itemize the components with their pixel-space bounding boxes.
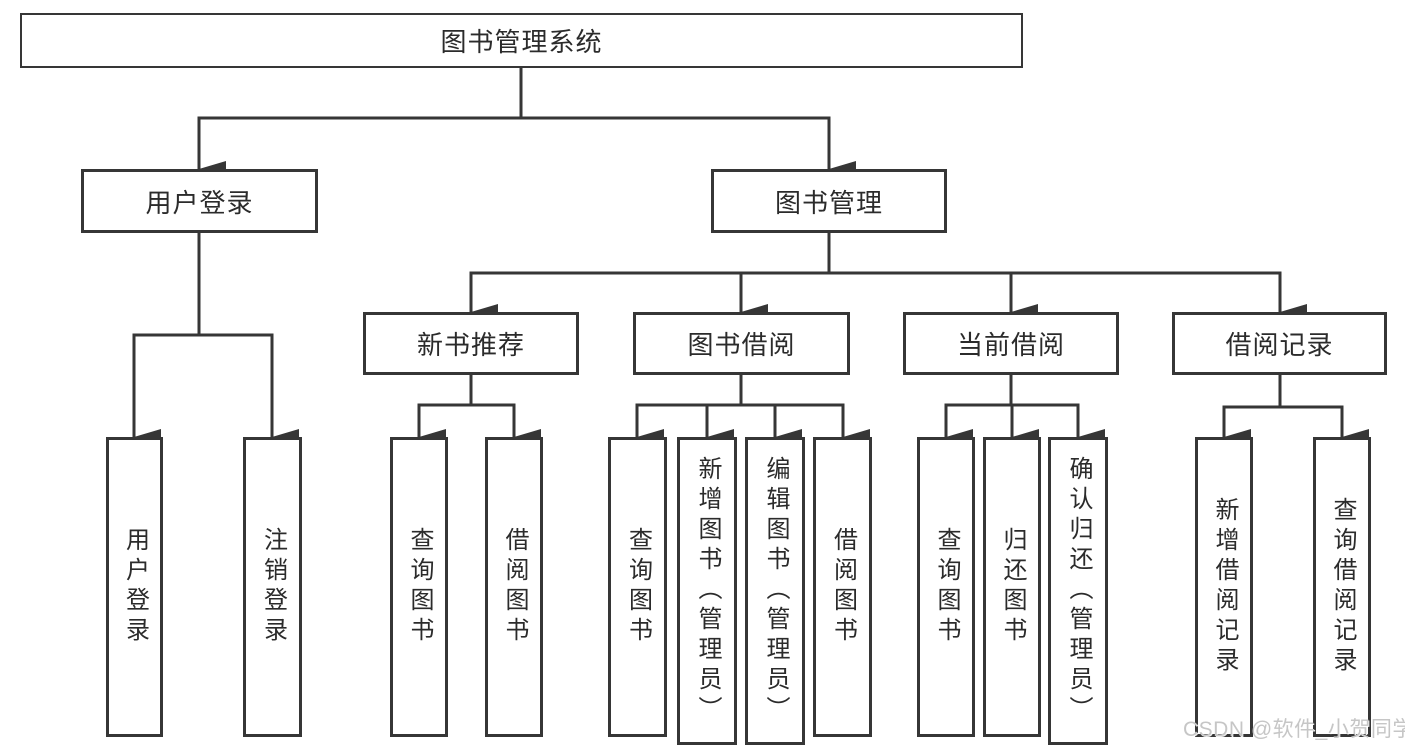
node-root-system: 图书管理系统 (20, 13, 1023, 68)
node-current-borrow: 当前借阅 (903, 312, 1119, 375)
leaf-user-login-label: 用户登录 (121, 527, 149, 647)
leaf-borrow-book-1: 借阅图书 (485, 437, 543, 737)
leaf-query-book-1-label: 查询图书 (406, 527, 433, 647)
leaf-query-borrow-record-label: 查询借阅记录 (1329, 497, 1356, 677)
leaf-logout: 注销登录 (243, 437, 302, 737)
leaf-confirm-return-admin: 确认归还（管理员） (1048, 437, 1108, 745)
leaf-query-book-2: 查询图书 (608, 437, 667, 737)
leaf-return-book: 归还图书 (983, 437, 1041, 737)
leaf-edit-book-admin-label: 编辑图书（管理员） (762, 456, 789, 726)
leaf-borrow-book-2-label: 借阅图书 (829, 527, 857, 647)
node-borrow-records: 借阅记录 (1172, 312, 1387, 375)
leaf-add-borrow-record-label: 新增借阅记录 (1211, 497, 1238, 677)
node-book-borrow: 图书借阅 (633, 312, 850, 375)
node-new-book-recommend: 新书推荐 (363, 312, 579, 375)
leaf-logout-label: 注销登录 (259, 527, 287, 647)
leaf-borrow-book-1-label: 借阅图书 (501, 527, 528, 647)
leaf-query-borrow-record: 查询借阅记录 (1313, 437, 1371, 737)
leaf-query-book-2-label: 查询图书 (624, 527, 652, 647)
csdn-watermark: CSDN @软件_小贺同学 (1183, 718, 1405, 741)
leaf-confirm-return-admin-label: 确认归还（管理员） (1065, 456, 1092, 726)
leaf-borrow-book-2: 借阅图书 (813, 437, 872, 737)
leaf-query-book-3: 查询图书 (917, 437, 975, 737)
leaf-return-book-label: 归还图书 (999, 527, 1026, 647)
leaf-user-login: 用户登录 (106, 437, 163, 737)
leaf-query-book-1: 查询图书 (390, 437, 448, 737)
node-user-login: 用户登录 (81, 169, 318, 233)
leaf-edit-book-admin: 编辑图书（管理员） (745, 437, 805, 745)
leaf-add-borrow-record: 新增借阅记录 (1195, 437, 1253, 737)
leaf-add-book-admin-label: 新增图书（管理员） (694, 456, 721, 726)
leaf-add-book-admin: 新增图书（管理员） (677, 437, 737, 745)
node-book-management: 图书管理 (711, 169, 947, 233)
leaf-query-book-3-label: 查询图书 (933, 527, 960, 647)
